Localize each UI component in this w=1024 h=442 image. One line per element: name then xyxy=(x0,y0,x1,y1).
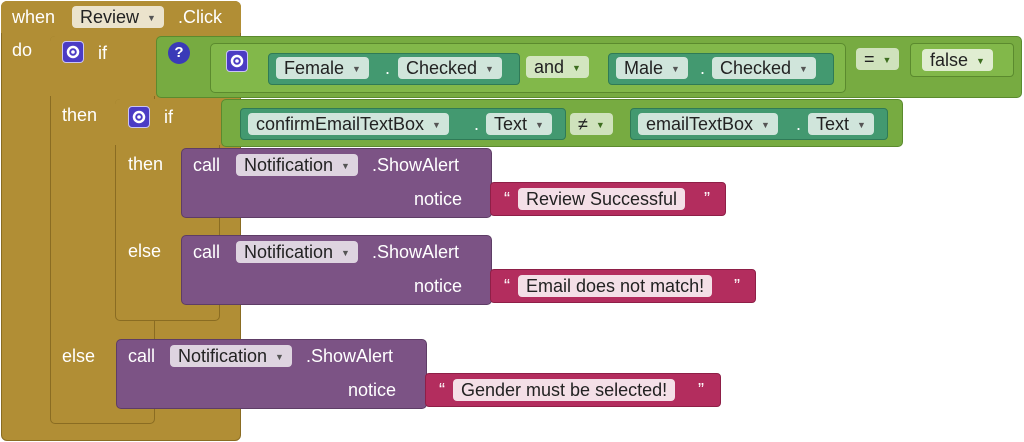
do-label: do xyxy=(12,40,33,60)
when-label: when xyxy=(12,7,56,27)
not-equal-operator-dropdown[interactable]: ≠▼ xyxy=(570,113,613,135)
notification-component-dropdown-1[interactable]: Notification▼ xyxy=(236,154,358,176)
notification-component-dropdown-2[interactable]: Notification▼ xyxy=(236,241,358,263)
event-name: .Click xyxy=(178,7,222,27)
call-label-1: call xyxy=(193,155,221,175)
call-notification-show-alert-2[interactable] xyxy=(181,235,492,305)
event-component-dropdown[interactable]: Review▼ xyxy=(72,6,164,28)
text-value-3[interactable]: Gender must be selected! xyxy=(453,379,676,401)
outer-if-gear-icon[interactable] xyxy=(62,41,84,63)
show-alert-method-2: .ShowAlert xyxy=(372,242,460,262)
and-operator-dropdown[interactable]: and▼ xyxy=(526,56,589,78)
text-value-2[interactable]: Email does not match! xyxy=(518,275,713,297)
outer-else-label: else xyxy=(62,346,96,366)
and-gear-icon[interactable] xyxy=(226,50,248,72)
quote-open-1: “ xyxy=(504,189,510,209)
call-label-2: call xyxy=(193,242,221,262)
quote-close-3: ” xyxy=(698,380,704,400)
call-label-3: call xyxy=(128,346,156,366)
male-property-dropdown[interactable]: Checked▼ xyxy=(712,57,816,79)
equals-operator-dropdown[interactable]: =▼ xyxy=(856,48,900,70)
notice-label-2: notice xyxy=(414,276,463,296)
false-value-dropdown[interactable]: false▼ xyxy=(922,49,993,71)
quote-close-1: ” xyxy=(704,189,710,209)
email-property-dropdown[interactable]: Text▼ xyxy=(808,113,874,135)
outer-if-label: if xyxy=(98,43,107,63)
email-dot: . xyxy=(796,114,802,134)
female-dot: . xyxy=(385,58,391,78)
notification-component-dropdown-3[interactable]: Notification▼ xyxy=(170,345,292,367)
inner-else-label: else xyxy=(128,241,162,261)
outer-then-label: then xyxy=(62,105,98,125)
show-alert-method-3: .ShowAlert xyxy=(306,346,394,366)
inner-if-label: if xyxy=(164,107,173,127)
show-alert-method-1: .ShowAlert xyxy=(372,155,460,175)
female-component-dropdown[interactable]: Female▼ xyxy=(276,57,369,79)
notice-label-3: notice xyxy=(348,380,397,400)
text-value-1[interactable]: Review Successful xyxy=(518,188,686,210)
female-property-dropdown[interactable]: Checked▼ xyxy=(398,57,502,79)
email-component-dropdown[interactable]: emailTextBox▼ xyxy=(638,113,778,135)
male-component-dropdown[interactable]: Male▼ xyxy=(616,57,688,79)
quote-close-2: ” xyxy=(734,276,740,296)
notice-label-1: notice xyxy=(414,189,463,209)
confirm-email-property-dropdown[interactable]: Text▼ xyxy=(486,113,552,135)
inner-then-label: then xyxy=(128,154,164,174)
compare-help-icon[interactable]: ? xyxy=(168,42,190,64)
confirm-email-dot: . xyxy=(474,114,480,134)
inner-if-gear-icon[interactable] xyxy=(128,106,150,128)
quote-open-2: “ xyxy=(504,276,510,296)
confirm-email-component-dropdown[interactable]: confirmEmailTextBox▼ xyxy=(248,113,449,135)
male-dot: . xyxy=(700,58,706,78)
quote-open-3: “ xyxy=(439,380,445,400)
